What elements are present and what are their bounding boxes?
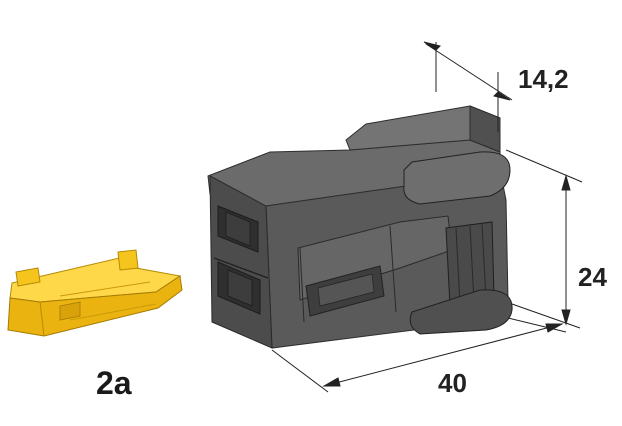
height-extension-top bbox=[505, 149, 583, 183]
height-extension-bottom bbox=[511, 303, 581, 329]
dimension-depth bbox=[423, 41, 513, 132]
depth-dimension-line bbox=[425, 43, 513, 101]
latch-groove-2 bbox=[59, 281, 151, 297]
yellow-latch bbox=[7, 249, 183, 337]
dimension-height bbox=[505, 149, 583, 329]
latch-front-face bbox=[7, 275, 183, 337]
latch-groove-1 bbox=[39, 301, 45, 337]
rear-flap-top bbox=[403, 151, 511, 205]
side-rib-2 bbox=[389, 225, 397, 313]
dim-height-label: 24 bbox=[578, 262, 607, 292]
latch-groove-3 bbox=[69, 303, 157, 321]
length-arrow-right bbox=[545, 323, 564, 333]
latch-tab-right bbox=[117, 249, 139, 271]
part-label: 2a bbox=[96, 365, 132, 401]
latch-notch bbox=[59, 301, 81, 321]
length-arrow-left bbox=[322, 377, 341, 387]
depth-arrow-right bbox=[493, 91, 511, 101]
connector-housing bbox=[207, 105, 513, 349]
dim-depth-label: 14,2 bbox=[518, 64, 569, 94]
length-dimension-line bbox=[323, 323, 563, 387]
depth-arrow-left bbox=[423, 41, 441, 51]
height-arrow-bottom bbox=[561, 309, 571, 326]
rear-flap-bottom bbox=[409, 289, 513, 335]
grip-line-2 bbox=[469, 225, 475, 303]
side-rib-1 bbox=[299, 247, 305, 323]
cavity-upper-inner bbox=[225, 211, 251, 247]
cavity-lower-inner bbox=[227, 269, 253, 307]
housing-hood-side bbox=[469, 105, 501, 153]
length-extension-left bbox=[271, 349, 329, 393]
dimension-length bbox=[271, 317, 567, 393]
grip-line-1 bbox=[455, 227, 461, 305]
side-latch-window-inner bbox=[317, 273, 375, 307]
grip-line-3 bbox=[481, 223, 487, 301]
height-arrow-top bbox=[561, 174, 571, 191]
length-extension-right bbox=[507, 317, 567, 333]
latch-tab-left bbox=[15, 267, 41, 287]
dim-length-label: 40 bbox=[438, 368, 467, 398]
front-rib bbox=[213, 257, 269, 279]
